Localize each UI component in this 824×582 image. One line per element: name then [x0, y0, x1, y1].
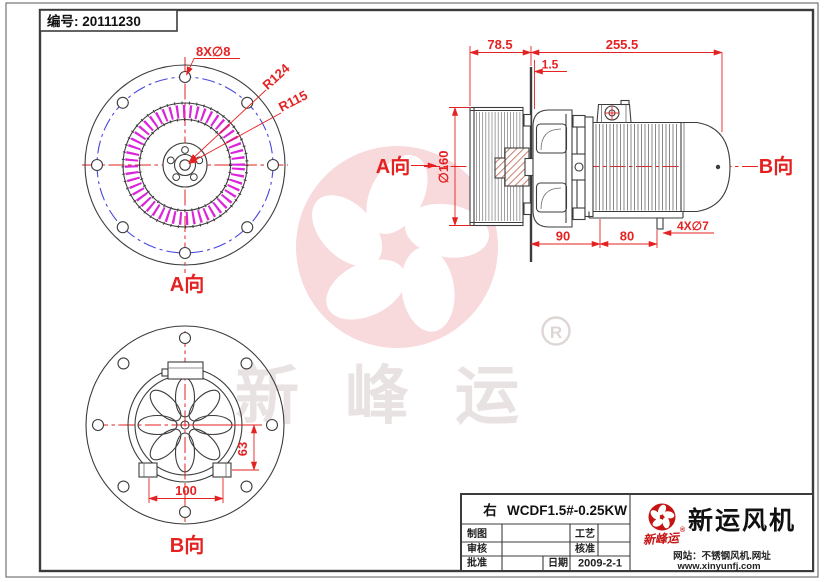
- side-view-b-label: B向: [759, 154, 793, 178]
- website-line1: 网站：不锈钢风机.网址: [673, 550, 771, 562]
- drum-fins: [476, 112, 521, 221]
- vent-slot: [174, 432, 196, 473]
- sheet-frame: 编号: 20111230: [5, 2, 819, 578]
- product-hand: 右: [483, 502, 497, 518]
- bolt-hole: [116, 221, 129, 234]
- fan-blade-cutout: [662, 517, 670, 529]
- terminal-box: [167, 361, 204, 380]
- watermark-registered-letter: R: [550, 323, 562, 342]
- bolt-hole: [240, 480, 253, 493]
- website-line2: www.xinyunfj.com: [676, 561, 760, 572]
- motor-front-lip: [584, 116, 594, 218]
- bolt-hole: [117, 480, 130, 493]
- company-name: 新运风机: [688, 506, 796, 535]
- vent-slot: [149, 389, 182, 422]
- bolt-hole: [90, 158, 104, 172]
- bolt-hole: [91, 418, 105, 432]
- shaft-boss-circle: [173, 153, 197, 177]
- dim-8xd8: 8X∅8: [196, 44, 230, 59]
- dim-90: 90: [556, 229, 570, 244]
- bolt-hole: [116, 96, 129, 109]
- view-a: 8X∅8 R124 R115 A向: [82, 44, 310, 296]
- date-value: 2009-2-1: [578, 558, 622, 570]
- bolt-hole: [265, 418, 279, 432]
- doc-number-label: 编号: 20111230: [47, 13, 141, 29]
- vent-slot: [188, 389, 221, 422]
- plate-bolt-top: [523, 113, 532, 127]
- motor-fins: [595, 124, 677, 211]
- motor-end-cap: [681, 121, 731, 213]
- watermark-fan-logo: [296, 146, 498, 348]
- dim-100: 100: [175, 483, 197, 498]
- bell-window-bottom: [535, 182, 568, 213]
- flange-outer-circle: [85, 325, 285, 525]
- watermark-brand-text: 新峰运: [235, 360, 565, 432]
- dim-63: 63: [235, 442, 250, 456]
- view-b: 100 63 B向: [85, 325, 285, 557]
- label-date: 日期: [548, 556, 568, 569]
- bolt-hole: [241, 96, 254, 109]
- bell-window-top: [535, 123, 568, 154]
- shaft-coupling: [571, 153, 587, 181]
- dim-r124: R124: [259, 60, 293, 92]
- brand-registered-mark: ®: [680, 526, 686, 534]
- doc-number-box: [39, 9, 178, 32]
- hub-hole: [166, 156, 175, 165]
- view-a-label: A向: [170, 272, 204, 296]
- view-b-label: B向: [170, 533, 204, 557]
- bolt-hole: [178, 246, 192, 260]
- vent-slots: [137, 377, 233, 473]
- product-model: WCDF1.5#-0.25KW: [507, 503, 627, 518]
- end-cap-center-dot: [715, 164, 721, 170]
- label-drafted: 制图: [467, 527, 487, 540]
- bolt-hole: [178, 70, 192, 84]
- fan-blade-cutout: [401, 247, 455, 332]
- label-approved: 核准: [575, 542, 595, 555]
- impeller-blades: [125, 105, 245, 225]
- dim-78-5: 78.5: [487, 37, 512, 52]
- dim-1-5: 1.5: [542, 58, 559, 72]
- bolt-hole: [117, 357, 130, 370]
- vent-slot: [137, 414, 178, 436]
- flange-bolt-top: [572, 114, 586, 128]
- foot-hole: [656, 217, 664, 230]
- flange-bolt-holes: [91, 331, 279, 519]
- foot-left: [138, 462, 158, 478]
- side-view: 78.5 255.5 1.5 ∅160 90 80 4X∅7 A向 B向: [376, 37, 793, 262]
- dim-255-5: 255.5: [606, 37, 639, 52]
- plate-bolt-bottom: [523, 202, 532, 216]
- bolt-hole: [178, 505, 192, 519]
- brand-script-text: 新峰运: [643, 531, 682, 547]
- label-ratified: 批准: [467, 556, 487, 569]
- bolt-hole: [241, 221, 254, 234]
- hub-hole: [181, 146, 189, 154]
- company-fan-logo: [648, 503, 676, 531]
- watermark-registered-icon: R: [541, 316, 571, 346]
- dim-d160: ∅160: [436, 150, 451, 183]
- dim-r115: R115: [276, 87, 310, 114]
- flange-bolt-bottom: [572, 207, 586, 221]
- title-block: 右 WCDF1.5#-0.25KW 制图 工艺 审核 核准 批准 日期 2009…: [460, 493, 814, 572]
- fan-blade-cutout: [652, 518, 664, 527]
- foot-right: [212, 462, 232, 478]
- label-checked: 审核: [467, 542, 487, 555]
- bolt-hole: [240, 357, 253, 370]
- dim-80: 80: [620, 229, 634, 244]
- bolt-hole: [178, 331, 192, 345]
- shaft-bore-circle: [179, 159, 191, 171]
- side-view-a-label: A向: [376, 154, 410, 178]
- hub-hole: [172, 173, 181, 182]
- hub-hole: [189, 173, 198, 182]
- dim-4xd7: 4X∅7: [677, 219, 709, 233]
- vent-slot: [188, 428, 221, 461]
- label-process: 工艺: [575, 527, 595, 540]
- bolt-hole: [266, 158, 280, 172]
- vent-slot: [149, 428, 182, 461]
- flange-outer-circle: [84, 64, 286, 266]
